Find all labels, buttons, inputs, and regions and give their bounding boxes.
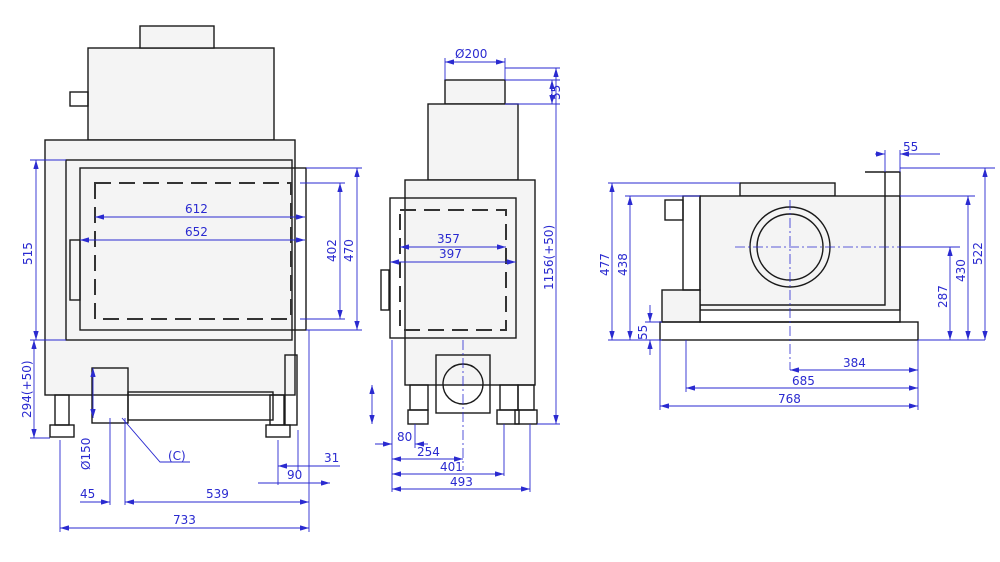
dim-flue-200: Ø200	[455, 47, 487, 61]
dim-254: 254	[417, 445, 440, 459]
dim-1156: 1156(+50)	[542, 225, 556, 290]
dim-522: 522	[971, 242, 985, 265]
dim-733: 733	[173, 513, 196, 527]
dim-287: 287	[936, 285, 950, 308]
side-view: Ø200 55 1156(+50) 357 397 80 254 401 493	[369, 47, 563, 492]
dim-402: 402	[325, 239, 339, 262]
dim-768: 768	[778, 392, 801, 406]
side-glass-door	[389, 197, 517, 339]
dim-430: 430	[954, 259, 968, 282]
dim-685: 685	[792, 374, 815, 388]
dim-357: 357	[437, 232, 460, 246]
dim-612: 612	[185, 202, 208, 216]
dim-401: 401	[440, 460, 463, 474]
flue-collar	[444, 79, 506, 105]
dim-flue-150: Ø150	[79, 438, 93, 470]
dim-397: 397	[439, 247, 462, 261]
dim-90: 90	[287, 468, 302, 482]
front-view: 612 652 515 402 470 294(+50) Ø150 (C) 45…	[20, 25, 362, 532]
dim-55-top: 55	[903, 140, 918, 154]
top-view: 55 477 438 55 384 685 768 287 430 522	[598, 140, 995, 410]
dim-55-left: 55	[636, 325, 650, 340]
dim-652: 652	[185, 225, 208, 239]
dim-294: 294(+50)	[20, 360, 34, 418]
door-handle	[69, 239, 81, 301]
dim-438: 438	[616, 253, 630, 276]
dim-31: 31	[324, 451, 339, 465]
dim-477: 477	[598, 253, 612, 276]
dim-80: 80	[397, 430, 412, 444]
dim-470: 470	[342, 239, 356, 262]
callout-c: (C)	[168, 449, 186, 463]
dim-493: 493	[450, 475, 473, 489]
dim-45: 45	[80, 487, 95, 501]
dim-384: 384	[843, 356, 866, 370]
dim-539: 539	[206, 487, 229, 501]
flue-collar	[139, 25, 215, 49]
dim-515: 515	[21, 242, 35, 265]
